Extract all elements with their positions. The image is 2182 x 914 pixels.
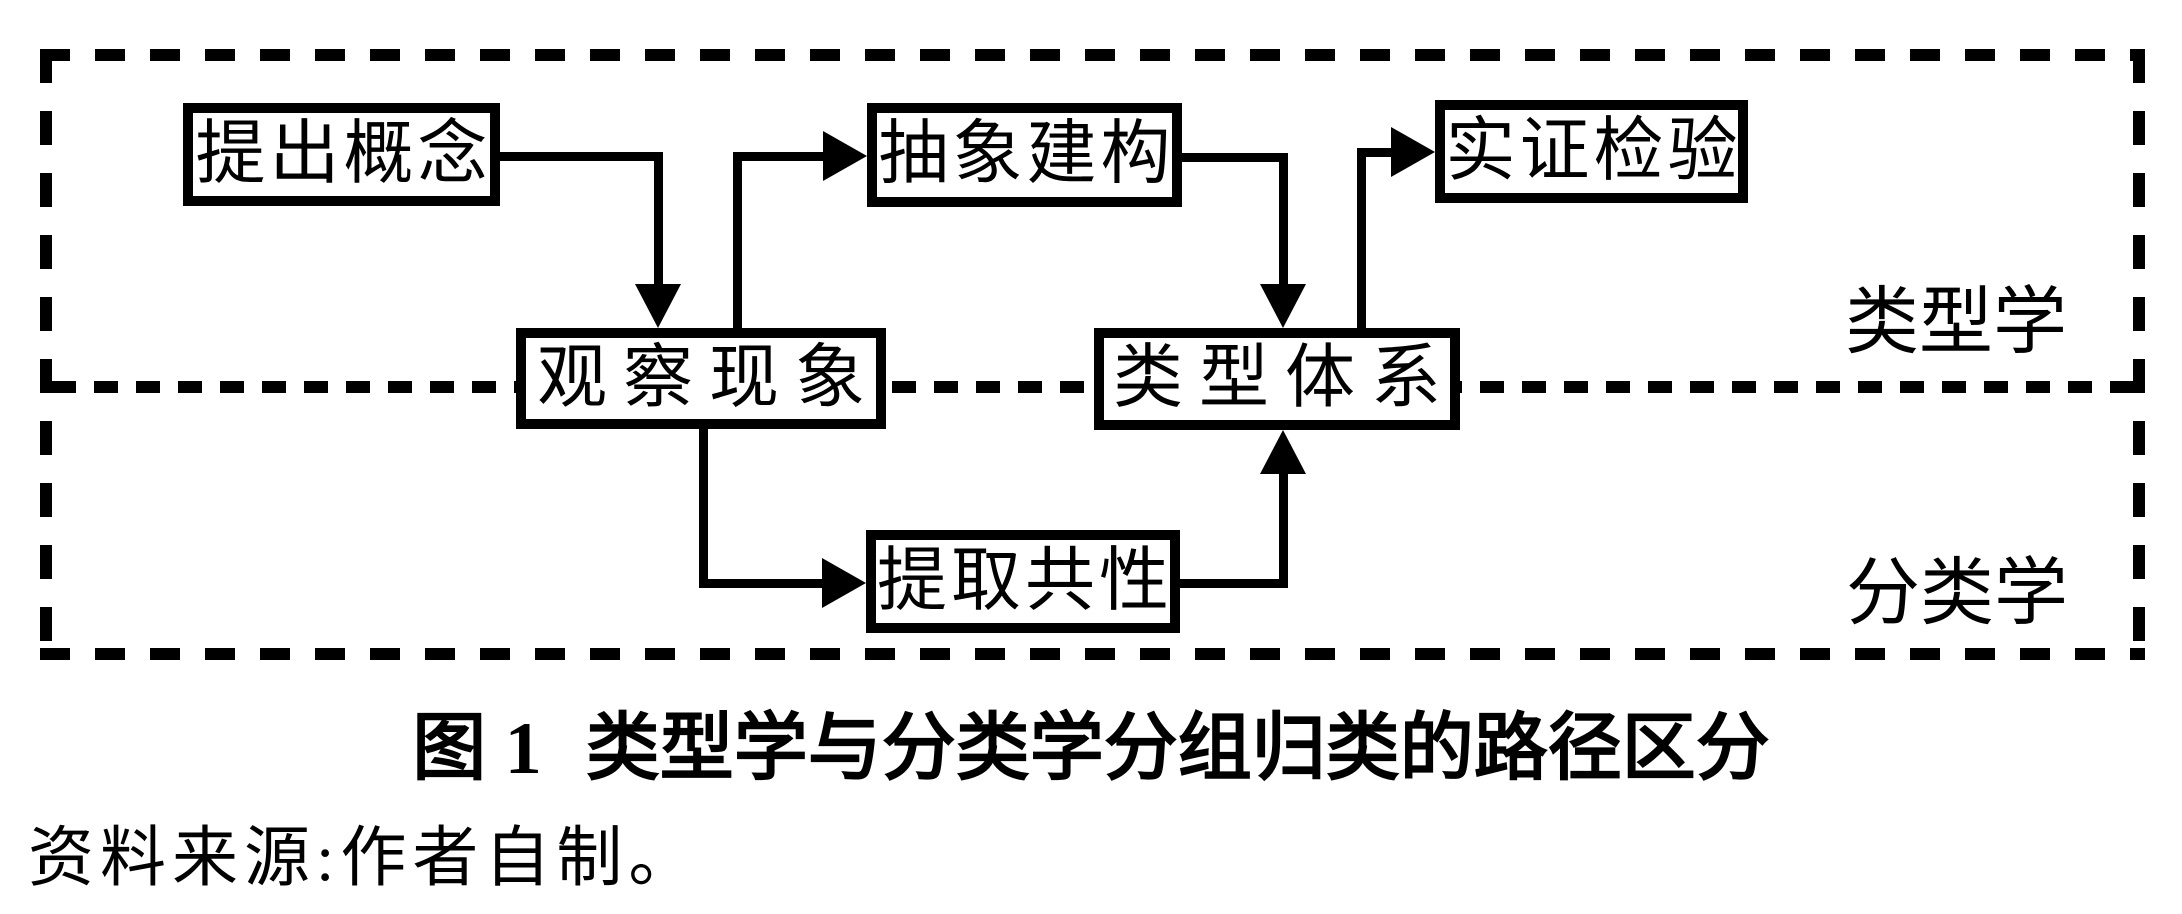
source-note: 资料来源:作者自制。 xyxy=(28,822,701,895)
figure-title: 类型学与分类学分组归类的路径区分 xyxy=(585,706,1770,789)
connector-observe-to-abstract-h xyxy=(733,152,825,161)
region-divider-dashed-line xyxy=(52,381,2133,393)
arrowhead-into-observe-icon xyxy=(635,284,681,328)
connector-abstract-to-typesystem-h xyxy=(1182,153,1288,162)
connector-observe-to-extract-h xyxy=(699,579,824,588)
connector-typesystem-to-empirical-h xyxy=(1357,148,1393,157)
connector-observe-to-extract-v xyxy=(699,428,708,588)
node-propose-concept: 提出概念 xyxy=(183,103,500,206)
connector-typesystem-to-empirical-v xyxy=(1357,148,1366,328)
frame-border-right xyxy=(2133,49,2145,660)
frame-border-left xyxy=(40,49,52,660)
arrowhead-into-typesystem-bottom-icon xyxy=(1260,430,1306,474)
region-label-typology: 类型学 xyxy=(1845,282,2067,364)
node-extract-commonality: 提取共性 xyxy=(866,530,1180,633)
arrowhead-into-extract-icon xyxy=(822,558,866,608)
connector-abstract-to-typesystem-v xyxy=(1279,153,1288,288)
arrowhead-into-abstract-icon xyxy=(823,131,867,181)
node-abstract-construction: 抽象建构 xyxy=(867,103,1182,207)
connector-extract-to-typesystem-h xyxy=(1180,579,1288,588)
connector-propose-to-observe-h xyxy=(500,152,662,161)
node-observe-phenomena: 观察现象 xyxy=(516,328,886,429)
frame-border-top xyxy=(40,49,2145,61)
arrowhead-into-empirical-icon xyxy=(1391,127,1435,177)
node-type-system: 类型体系 xyxy=(1094,328,1460,430)
connector-extract-to-typesystem-v xyxy=(1279,470,1288,588)
frame-border-bottom xyxy=(40,648,2145,660)
connector-observe-to-abstract-v xyxy=(733,152,742,328)
figure-caption: 图 1 类型学与分类学分组归类的路径区分 xyxy=(0,708,2182,790)
region-label-taxonomy: 分类学 xyxy=(1846,553,2068,635)
arrowhead-into-typesystem-top-icon xyxy=(1260,284,1306,328)
node-empirical-test: 实证检验 xyxy=(1435,100,1748,203)
connector-propose-to-observe-v xyxy=(654,152,663,288)
figure-number: 图 1 xyxy=(412,708,542,790)
